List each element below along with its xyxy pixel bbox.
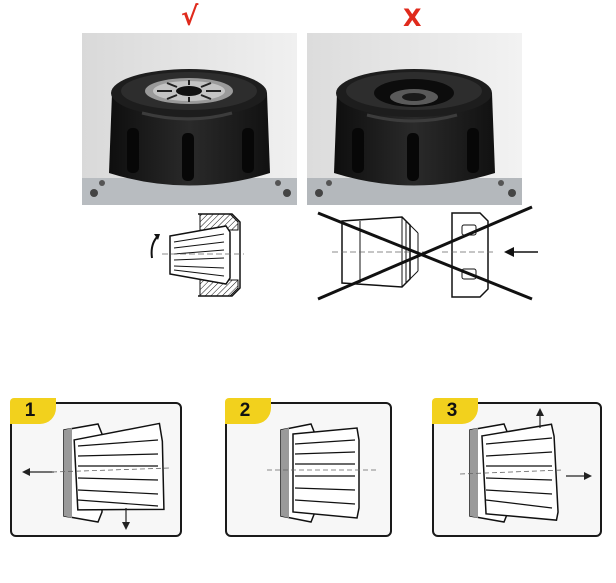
wrong-mark: X xyxy=(403,4,422,32)
step-1-panel xyxy=(10,402,182,537)
left-arrow-icon xyxy=(22,468,54,476)
drawing-correct-insertion xyxy=(140,208,250,304)
step-1-badge: 1 xyxy=(10,398,56,424)
drawing-wrong-insertion xyxy=(310,205,545,303)
step-2-badge: 2 xyxy=(225,398,271,424)
step-3-badge: 3 xyxy=(432,398,478,424)
rotate-arrow-icon xyxy=(150,234,160,259)
photo-correct-collet-nut xyxy=(82,33,297,205)
step-3-panel xyxy=(432,402,602,537)
correct-mark: √ xyxy=(181,2,199,32)
photo-wrong-collet-nut xyxy=(307,33,522,205)
push-arrow-icon xyxy=(504,247,538,257)
down-arrow-icon xyxy=(122,508,130,530)
up-arrow-icon xyxy=(536,408,544,428)
step-2-panel xyxy=(225,402,392,537)
right-arrow-icon xyxy=(566,472,592,480)
